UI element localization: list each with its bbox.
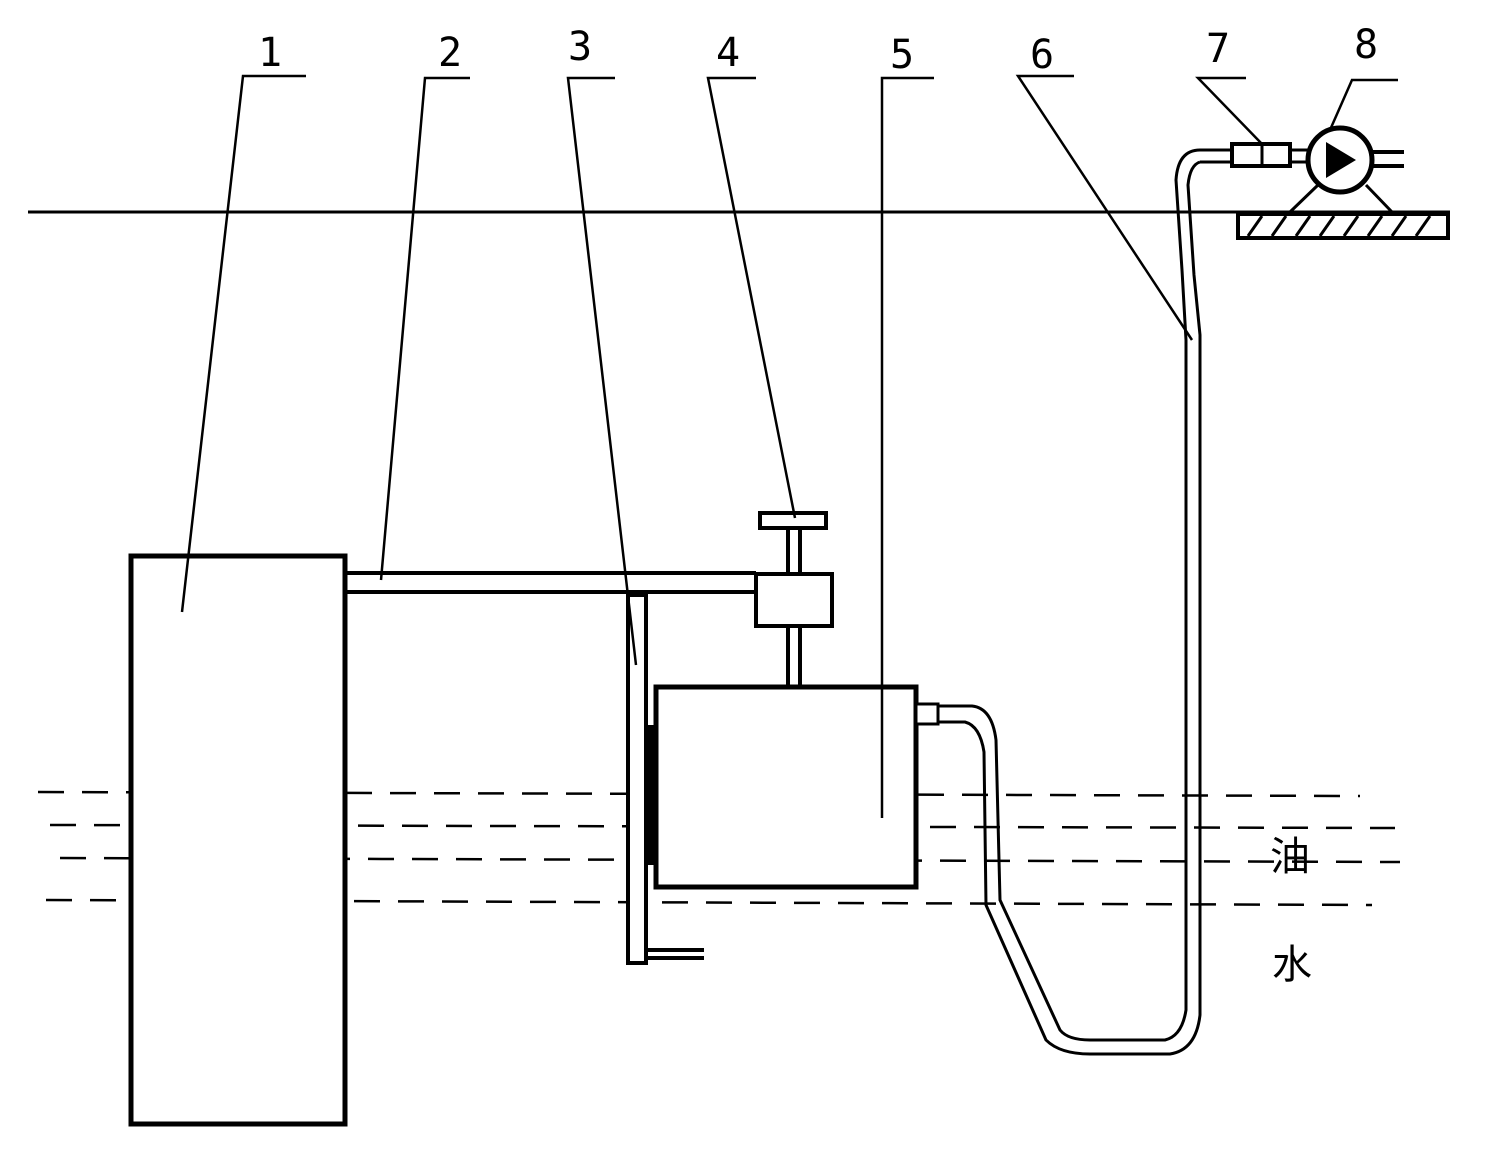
storage-tank bbox=[128, 553, 348, 1127]
coupling bbox=[1200, 142, 1310, 168]
oil-layer-label: 油 bbox=[1270, 834, 1310, 880]
callout-5: 5 bbox=[890, 32, 914, 78]
pump-base bbox=[1236, 212, 1450, 240]
callout-7: 7 bbox=[1206, 26, 1230, 72]
callout-4: 4 bbox=[716, 30, 740, 76]
callout-1: 1 bbox=[258, 30, 282, 76]
connecting-rod bbox=[345, 571, 756, 594]
callout-3: 3 bbox=[568, 24, 592, 70]
pump bbox=[1288, 125, 1404, 214]
guide-rail bbox=[626, 593, 704, 965]
hose bbox=[938, 148, 1202, 1056]
pump-arrow-icon bbox=[1326, 142, 1356, 178]
callout-leaders bbox=[180, 74, 1398, 818]
float-collector bbox=[653, 684, 940, 890]
water-layer-label: 水 bbox=[1272, 942, 1312, 988]
adjusting-screw bbox=[754, 511, 834, 688]
callout-8: 8 bbox=[1354, 22, 1378, 68]
callout-6: 6 bbox=[1030, 32, 1054, 78]
callout-2: 2 bbox=[438, 30, 462, 76]
